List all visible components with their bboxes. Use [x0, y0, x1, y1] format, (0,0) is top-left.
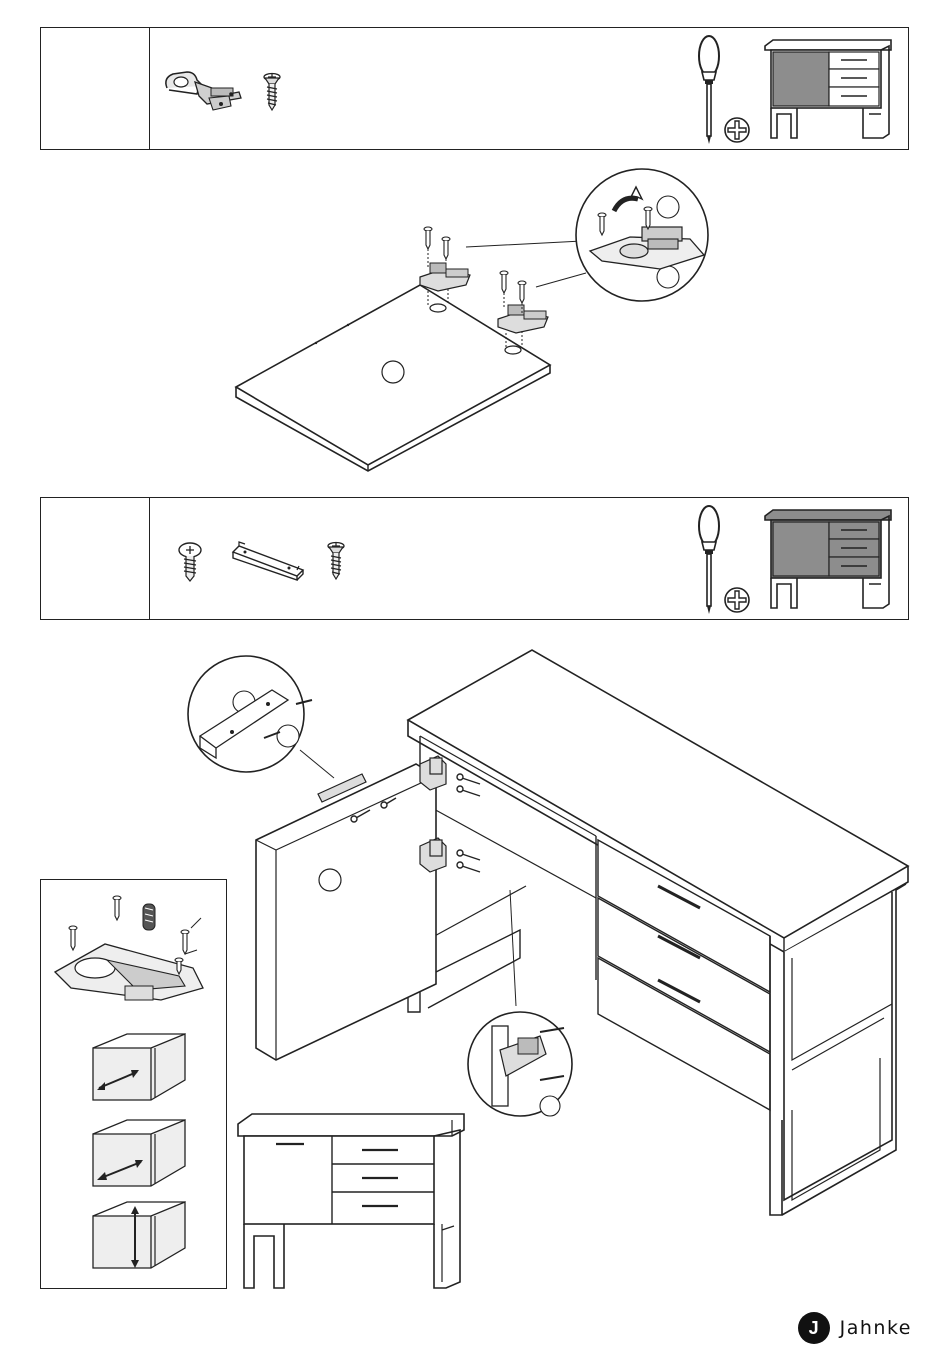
screw-pan-head-icon: [177, 542, 203, 582]
brand-logo: J Jahnke: [798, 1312, 912, 1344]
phillips-head-icon: [723, 586, 751, 614]
step-header-box-1: [40, 27, 909, 150]
desk-thumbnail-icon: [763, 38, 893, 142]
phillips-head-icon: [723, 116, 751, 144]
step-header-box-2: [40, 497, 909, 620]
desk-thumbnail-icon: [763, 508, 893, 612]
completed-desk-preview: [236, 1112, 468, 1290]
hinge-exploded-view: [49, 890, 219, 1010]
logo-mark-icon: J: [798, 1312, 830, 1344]
part-marker-circle: [319, 869, 341, 891]
brand-name: Jahnke: [840, 1317, 912, 1339]
step-number-cell: [41, 28, 150, 149]
step-number-cell: [41, 498, 150, 619]
handle-bar-icon: [229, 540, 309, 582]
adjustment-detail-panel: [40, 879, 227, 1289]
adjust-depth-diagram: [89, 1030, 189, 1106]
screwdriver-icon: [694, 504, 724, 616]
part-marker-circle: [382, 361, 404, 383]
door-panel-hinge-illustration: [230, 165, 730, 475]
hinge-assembly: [498, 305, 548, 349]
screw-countersunk-icon: [325, 542, 347, 580]
step-parts-area: [149, 28, 908, 149]
adjust-side-diagram: [89, 1116, 189, 1192]
hinge-part-icon: [159, 64, 249, 114]
screwdriver-icon: [694, 34, 724, 146]
screw-countersunk-icon: [261, 73, 283, 111]
step-parts-area: [149, 498, 908, 619]
open-door: [256, 764, 436, 1060]
adjust-height-diagram: [89, 1198, 189, 1278]
